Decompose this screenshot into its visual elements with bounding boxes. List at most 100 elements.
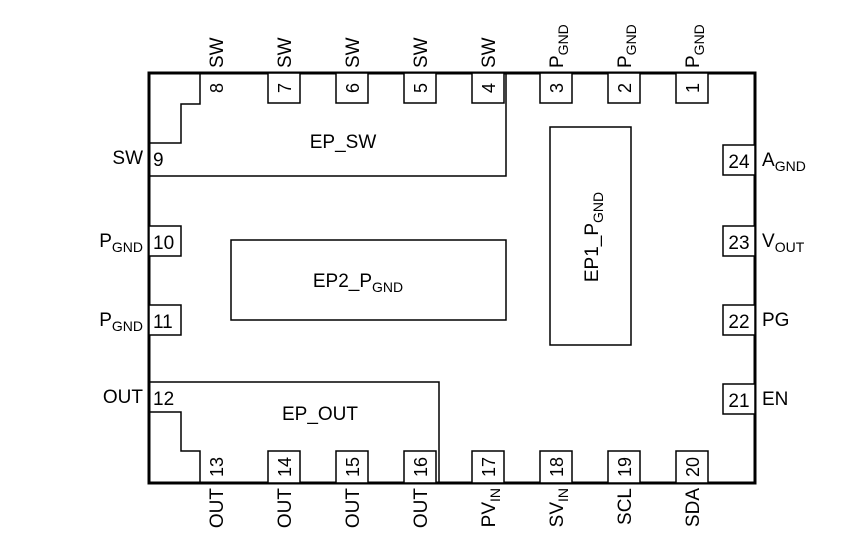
pin-number: 21 (728, 391, 749, 412)
pin-name: OUT (411, 488, 432, 529)
pin-pad (148, 225, 182, 257)
pin-number: 7 (275, 83, 295, 93)
pin-number: 18 (547, 457, 567, 477)
pin-number: 22 (728, 312, 749, 333)
pin-pad (403, 72, 437, 104)
pin-pad (539, 72, 573, 104)
pin-name: SCL (615, 488, 636, 525)
pin-number: 14 (275, 457, 295, 477)
pin-number: 24 (728, 152, 750, 173)
pin-pad (335, 72, 369, 104)
pin-number: 3 (547, 83, 567, 93)
pin-name: OUT (275, 488, 296, 529)
pin-pad (722, 383, 756, 415)
pin-7: 7 SW (267, 37, 301, 104)
pin-number: 19 (615, 457, 635, 477)
pin-10: 10 PGND (99, 225, 182, 257)
pin-name: SW (343, 37, 364, 68)
pin-name: PGND (615, 24, 639, 68)
pin-name: AGND (762, 150, 806, 174)
ep-sw-pad (149, 73, 507, 177)
pin-number: 23 (728, 233, 749, 254)
pin-name: SW (112, 148, 143, 169)
pin-pad (675, 450, 709, 484)
pin-5: 5 SW (403, 37, 437, 104)
pin-name: OUT (103, 387, 144, 408)
pin-number: 17 (479, 457, 499, 477)
ep2-pgnd-label: EP2_PGND (313, 271, 403, 295)
pin-23: 23 VOUT (722, 225, 805, 257)
pin-3: 3 PGND (539, 24, 573, 104)
pin-pad (607, 450, 641, 484)
ep-sw-label: EP_SW (310, 132, 377, 153)
pin-pad (722, 144, 756, 176)
pin12-notch (149, 411, 201, 483)
pin-number: 5 (411, 83, 431, 93)
pin-1: 1 PGND (675, 24, 709, 104)
ep2-pgnd-pad (230, 239, 507, 321)
pin9-notch (149, 73, 201, 144)
pin-number: 15 (343, 457, 363, 477)
pin-22: 22 PG (722, 304, 789, 336)
pin-name: PGND (683, 24, 707, 68)
pin-pad (267, 450, 301, 484)
pin-pad (607, 72, 641, 104)
pin-number: 6 (343, 83, 363, 93)
pin-name: SDA (683, 488, 704, 527)
pin-2: 2 PGND (607, 24, 641, 104)
pin-9: 9 SW (112, 148, 163, 171)
pin-number: 16 (411, 457, 431, 477)
pin-name: SW (207, 37, 228, 68)
pin-number: 20 (683, 457, 703, 477)
pin-name: VOUT (762, 231, 805, 255)
pin-6: 6 SW (335, 37, 369, 104)
pin-name: SVIN (547, 488, 571, 527)
ep1-pgnd-label: EP1_PGND (582, 192, 606, 282)
pin-pad (403, 450, 437, 484)
pin-name: PGND (99, 310, 143, 334)
ep-out-label: EP_OUT (282, 404, 358, 425)
pin-pad (722, 225, 756, 257)
pin-pad (471, 450, 505, 484)
ep-out-pad (149, 381, 440, 483)
pin-name: SW (479, 37, 500, 68)
pin-pad (539, 450, 573, 484)
pin-name: PVIN (479, 488, 503, 527)
pin-24: 24 AGND (722, 144, 806, 176)
pin-name: SW (275, 37, 296, 68)
pin-number: 9 (153, 150, 164, 171)
pin-name: PG (762, 310, 789, 331)
pin-number: 13 (207, 457, 227, 477)
pin-number: 4 (479, 83, 499, 93)
pin-number: 10 (153, 233, 174, 254)
pin-pad (267, 72, 301, 104)
pin-name: SW (411, 37, 432, 68)
pin-name: OUT (207, 488, 228, 529)
pin-name: PGND (99, 231, 143, 255)
package-outline (147, 71, 757, 485)
pin-pad (471, 72, 505, 104)
pin-number: 1 (683, 83, 703, 93)
pins: 1PGND2PGND3PGND4SW5SW6SW7SW8SW13OUT14OUT… (99, 24, 806, 528)
pin-pad (675, 72, 709, 104)
pin-pad (722, 304, 756, 336)
pin-name: EN (762, 389, 788, 410)
pin-number: 2 (615, 83, 635, 93)
pin-8: 8 SW (207, 37, 228, 93)
pin-number: 8 (207, 83, 227, 93)
pin-number: 11 (153, 312, 173, 333)
pin-name: PGND (547, 24, 571, 68)
ep1-pgnd-pad (549, 126, 632, 346)
pin-pad (335, 450, 369, 484)
pin-11: 11 PGND (99, 304, 182, 336)
